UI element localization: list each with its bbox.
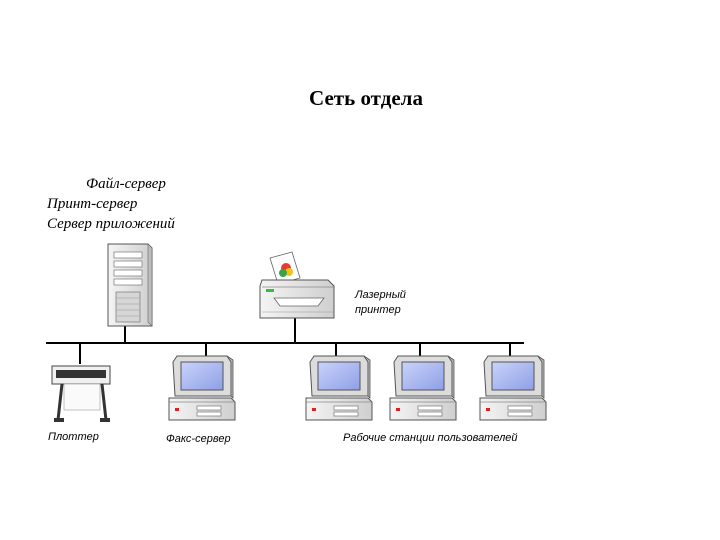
workstation-3-icon [479, 355, 547, 421]
laser-printer-icon [259, 251, 335, 319]
plotter-label: Плоттер [48, 431, 99, 443]
fax-server-icon [168, 355, 236, 421]
server-tower-icon [107, 243, 153, 327]
server-label-print: Принт-сервер [47, 196, 138, 212]
printer-label-line2: принтер [355, 304, 401, 316]
workstations-label: Рабочие станции пользователей [343, 432, 518, 444]
diagram-title: Сеть отдела [309, 86, 423, 110]
printer-label-line1: Лазерный [355, 289, 406, 301]
server-label-app: Сервер приложений [47, 216, 175, 232]
workstation-2-icon [389, 355, 457, 421]
server-label-file: Файл-сервер [86, 176, 166, 192]
workstation-1-icon [305, 355, 373, 421]
plotter-icon [51, 365, 111, 422]
fax-label: Факс-сервер [166, 433, 231, 445]
